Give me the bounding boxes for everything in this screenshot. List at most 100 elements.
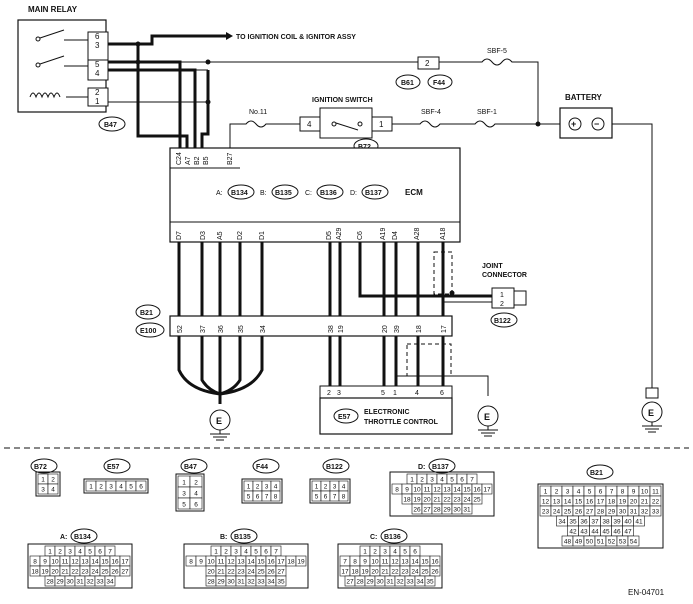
legend-pin: 40 xyxy=(624,519,632,526)
b21-pin: 19 xyxy=(338,325,345,333)
legend-pin: 1 xyxy=(363,549,367,556)
legend-pin: 3 xyxy=(430,477,434,484)
legend-pin: 32 xyxy=(641,509,649,516)
b21-pin: 35 xyxy=(238,325,245,333)
legend-pin: 12 xyxy=(227,559,235,566)
legend-pin: 2 xyxy=(194,480,198,487)
legend-pin: 27 xyxy=(121,569,129,576)
legend-pin: 18 xyxy=(351,569,359,576)
relay-pin: 5 xyxy=(95,60,100,69)
b21-text: B21 xyxy=(140,310,153,317)
legend-pin: 33 xyxy=(96,579,104,586)
legend-pin: 52 xyxy=(608,539,616,546)
legend-pin: 16 xyxy=(431,559,439,566)
legend-pin: 27 xyxy=(346,579,354,586)
legend-pin: 20 xyxy=(51,569,59,576)
ground-symbol-2: E xyxy=(477,405,499,437)
shield-dashed-1 xyxy=(433,251,453,295)
legend-pin: 19 xyxy=(413,497,421,504)
ecm-pin: D2 xyxy=(237,231,244,240)
legend-pin: 2 xyxy=(58,549,62,556)
legend-pin: 3 xyxy=(566,489,570,496)
legend-pin: 26 xyxy=(575,509,583,516)
b21-pin: 38 xyxy=(328,325,335,333)
legend-pin: 5 xyxy=(315,494,319,501)
legend-pin: 31 xyxy=(237,579,245,586)
etc-pin: 5 xyxy=(381,390,385,397)
legend-pin: 45 xyxy=(602,529,610,536)
legend-pin: 7 xyxy=(610,489,614,496)
legend-pin: 12 xyxy=(542,499,550,506)
legend-pin: 3 xyxy=(68,549,72,556)
legend-pin: 32 xyxy=(247,579,255,586)
legend-pin: 21 xyxy=(641,499,649,506)
battery-plus-terminal xyxy=(568,117,582,131)
legend-pin: 14 xyxy=(247,559,255,566)
legend-pin: 17 xyxy=(597,499,605,506)
legend-pin: 35 xyxy=(277,579,285,586)
ecm-pin: B27 xyxy=(227,152,234,165)
ecm-box xyxy=(169,147,461,243)
legend-pin: 44 xyxy=(591,529,599,536)
ecm-pin: A28 xyxy=(414,227,421,240)
legend-pin: 26 xyxy=(431,569,439,576)
ground-symbol-3: E xyxy=(641,387,663,433)
legend-pin: 29 xyxy=(366,579,374,586)
legend-pin: 33 xyxy=(406,579,414,586)
legend-pin: 29 xyxy=(443,507,451,514)
legend-pin: 9 xyxy=(632,489,636,496)
legend-pin: 19 xyxy=(619,499,627,506)
ecm-pin: C6 xyxy=(357,231,364,240)
legend-pin: 47 xyxy=(624,529,632,536)
legend-pin: 23 xyxy=(237,569,245,576)
legend-pin: 37 xyxy=(591,519,599,526)
ecm-conn: B134 xyxy=(231,190,248,197)
ecm-pin: A29 xyxy=(336,227,343,240)
legend-pin: 7 xyxy=(333,494,337,501)
legend-prefix: A: xyxy=(60,534,67,541)
ecm-pin: D1 xyxy=(259,231,266,240)
etc-pin: 3 xyxy=(337,390,341,397)
legend-pin: 34 xyxy=(558,519,566,526)
legend-pin: 2 xyxy=(224,549,228,556)
connector-label-f44 xyxy=(427,74,453,90)
legend-pin: 1 xyxy=(41,477,45,484)
b21-pin: 39 xyxy=(394,325,401,333)
legend-pin: 11 xyxy=(652,489,659,496)
legend-pin: 1 xyxy=(544,489,548,496)
legend-pin: 2 xyxy=(324,484,328,491)
legend-pin: 4 xyxy=(577,489,581,496)
legend-pin: 10 xyxy=(207,559,215,566)
legend-pin: 12 xyxy=(433,487,441,494)
fuse-sbf1: SBF-1 xyxy=(477,109,497,116)
legend-pin: 51 xyxy=(597,539,605,546)
legend-pin: 1 xyxy=(48,549,52,556)
etc-pin: 1 xyxy=(393,390,397,397)
legend-pin: 3 xyxy=(265,484,269,491)
ecm-conn: B136 xyxy=(320,190,337,197)
e100-text: E100 xyxy=(140,328,156,335)
connector-label-e100 xyxy=(135,322,165,338)
legend-pin: 5 xyxy=(450,477,454,484)
legend-pin: 1 xyxy=(182,480,186,487)
b21-pin: 34 xyxy=(260,325,267,333)
legend-pin: 10 xyxy=(371,559,379,566)
connector-label-b47 xyxy=(98,116,126,132)
ecm-pin: D3 xyxy=(200,231,207,240)
b21-pin: 36 xyxy=(218,325,225,333)
legend-pin: 13 xyxy=(237,559,245,566)
b122-text: B122 xyxy=(494,318,511,325)
legend-pin: 13 xyxy=(401,559,409,566)
legend-pin: 9 xyxy=(405,487,409,494)
b47-text: B47 xyxy=(104,122,117,129)
legend-pin: 30 xyxy=(66,579,74,586)
legend-pin: 3 xyxy=(333,484,337,491)
legend-pin: 7 xyxy=(274,549,278,556)
legend-pin: 28 xyxy=(356,579,364,586)
legend-title: B137 xyxy=(432,464,449,471)
legend-pin: 22 xyxy=(443,497,451,504)
b21-pins: 52 37 36 35 34 38 19 20 39 18 17 xyxy=(177,325,448,333)
